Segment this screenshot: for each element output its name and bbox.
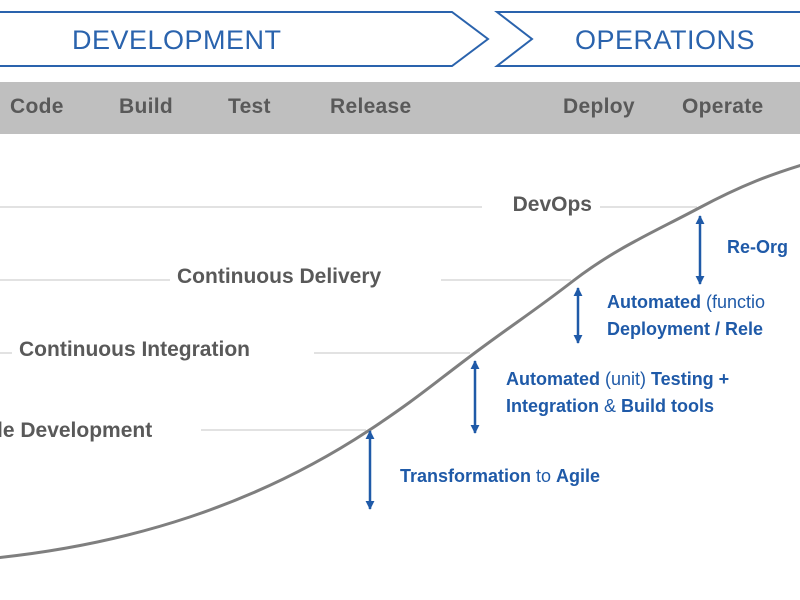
curve-label-devops: DevOps [512, 193, 592, 216]
gap-arrows [365, 215, 705, 510]
annotation-automated-unit: Automated (unit) Testing + Integration &… [506, 366, 729, 420]
stage-test: Test [228, 95, 271, 118]
curve-label-agile-development: le Development [0, 419, 153, 442]
annotation-transformation-line1: Transformation to Agile [400, 466, 601, 486]
annotation-automated-functional-line1: Automated (functio [607, 292, 766, 312]
banner-development-shape [0, 11, 490, 67]
annotation-automated-functional-line2: Deployment / Rele [607, 319, 764, 339]
maturity-curve [0, 163, 800, 559]
banner-development-label: DEVELOPMENT [72, 25, 282, 55]
annotation-reorg: Re-Org [727, 234, 788, 261]
curve-label-continuous-delivery: Continuous Delivery [177, 265, 382, 288]
leader-lines [0, 206, 697, 431]
stage-operate: Operate [682, 95, 764, 118]
annotation-transformation: Transformation to Agile [400, 463, 600, 490]
banner-operations-shape [494, 11, 800, 67]
stage-release: Release [330, 95, 412, 118]
stage-bar [0, 82, 800, 134]
curve-label-continuous-integration: Continuous Integration [19, 338, 250, 361]
banner-operations-label: OPERATIONS [575, 25, 756, 55]
stage-deploy: Deploy [563, 95, 635, 118]
stage-code: Code [10, 95, 64, 118]
annotation-automated-unit-line2: Integration & Build tools [506, 396, 715, 416]
annotation-automated-unit-line1: Automated (unit) Testing + [506, 369, 730, 389]
annotation-automated-functional: Automated (functio Deployment / Rele [607, 289, 765, 343]
annotation-reorg-line1: Re-Org [727, 237, 789, 257]
stage-build: Build [119, 95, 173, 118]
